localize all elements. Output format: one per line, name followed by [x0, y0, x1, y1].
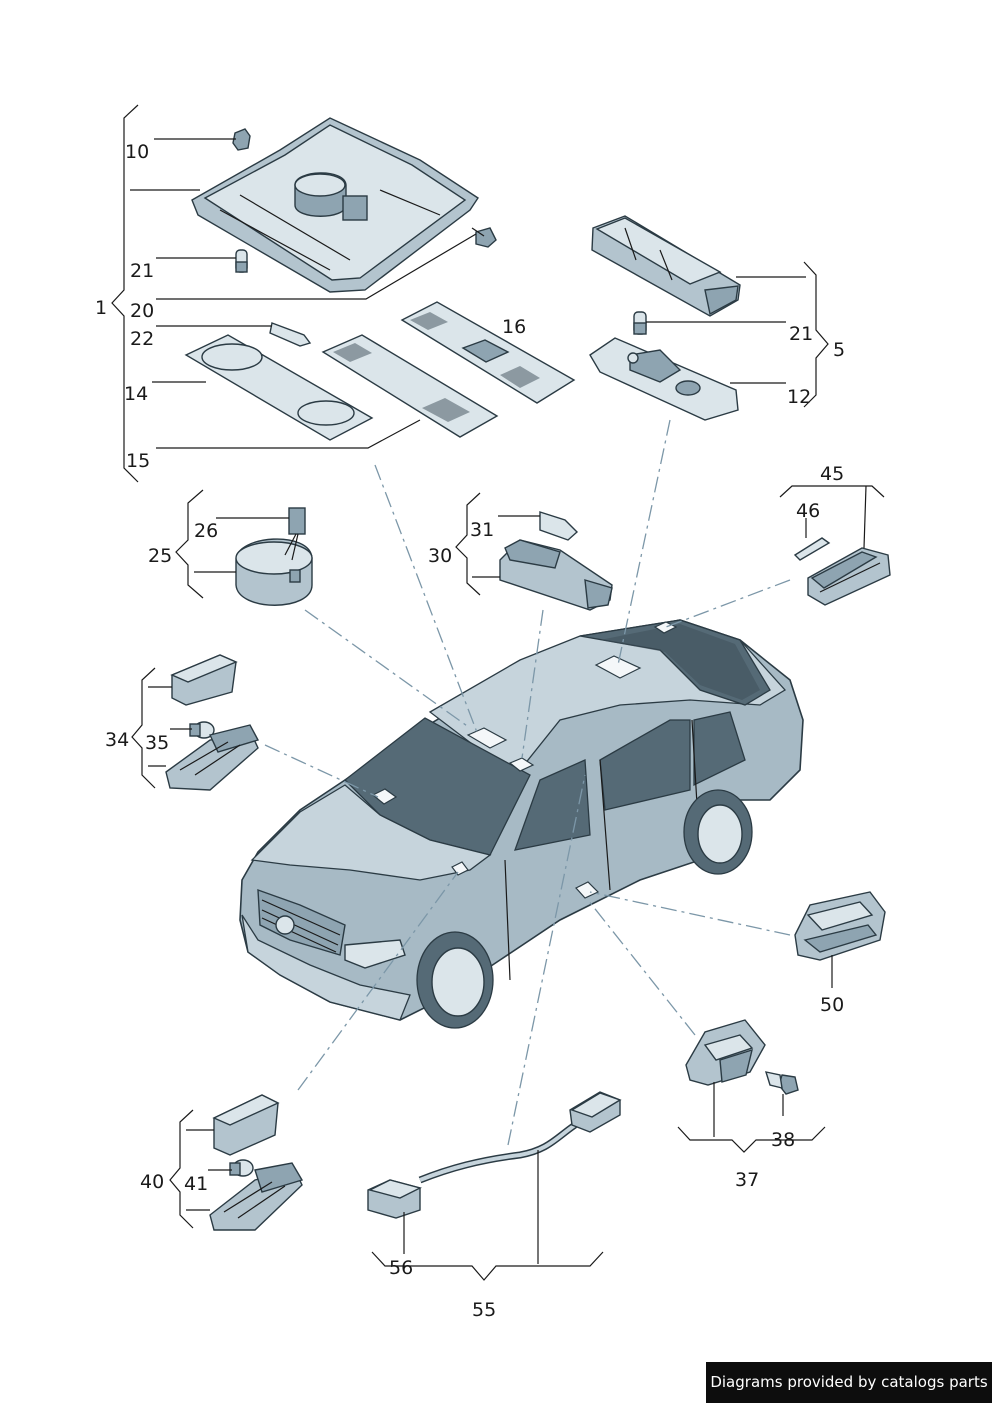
callout-41: 41	[184, 1173, 208, 1195]
callout-22: 22	[130, 328, 154, 350]
part-50	[794, 891, 886, 961]
callout-21-right: 21	[789, 323, 813, 345]
callout-37: 37	[735, 1169, 759, 1191]
part-55-cable	[367, 1091, 622, 1219]
callout-26: 26	[194, 520, 218, 542]
callout-numbers: 1 10 21 20 22 14 15 16 21 5 12 45 46 26 …	[95, 141, 845, 1321]
callout-46: 46	[796, 500, 820, 522]
callout-50: 50	[820, 994, 844, 1016]
callout-20: 20	[130, 300, 154, 322]
callout-12: 12	[787, 386, 811, 408]
car-illustration	[239, 619, 804, 1029]
callout-30: 30	[428, 545, 452, 567]
callout-14: 14	[124, 383, 148, 405]
callout-16: 16	[502, 316, 526, 338]
callout-40: 40	[140, 1171, 164, 1193]
callout-21-left: 21	[130, 260, 154, 282]
location-leaders	[264, 419, 791, 1146]
credit-banner: Diagrams provided by catalogs parts	[706, 1362, 992, 1403]
callout-45: 45	[820, 463, 844, 485]
part-30	[499, 511, 613, 611]
part-34	[165, 654, 260, 791]
interior-light-assembly-5	[589, 215, 741, 421]
part-37	[685, 1019, 799, 1095]
interior-light-assembly-1	[184, 117, 576, 441]
callout-15: 15	[126, 450, 150, 472]
callout-55: 55	[472, 1299, 496, 1321]
callout-34: 34	[105, 729, 129, 751]
callout-25: 25	[148, 545, 172, 567]
callout-38: 38	[771, 1129, 795, 1151]
callout-lines	[111, 104, 885, 1281]
part-45	[793, 537, 891, 606]
part-40	[209, 1094, 304, 1231]
callout-56: 56	[389, 1257, 413, 1279]
part-25	[235, 507, 313, 606]
callout-5: 5	[833, 339, 845, 361]
callout-31: 31	[470, 519, 494, 541]
callout-1: 1	[95, 297, 107, 319]
callout-35: 35	[145, 732, 169, 754]
callout-10: 10	[125, 141, 149, 163]
